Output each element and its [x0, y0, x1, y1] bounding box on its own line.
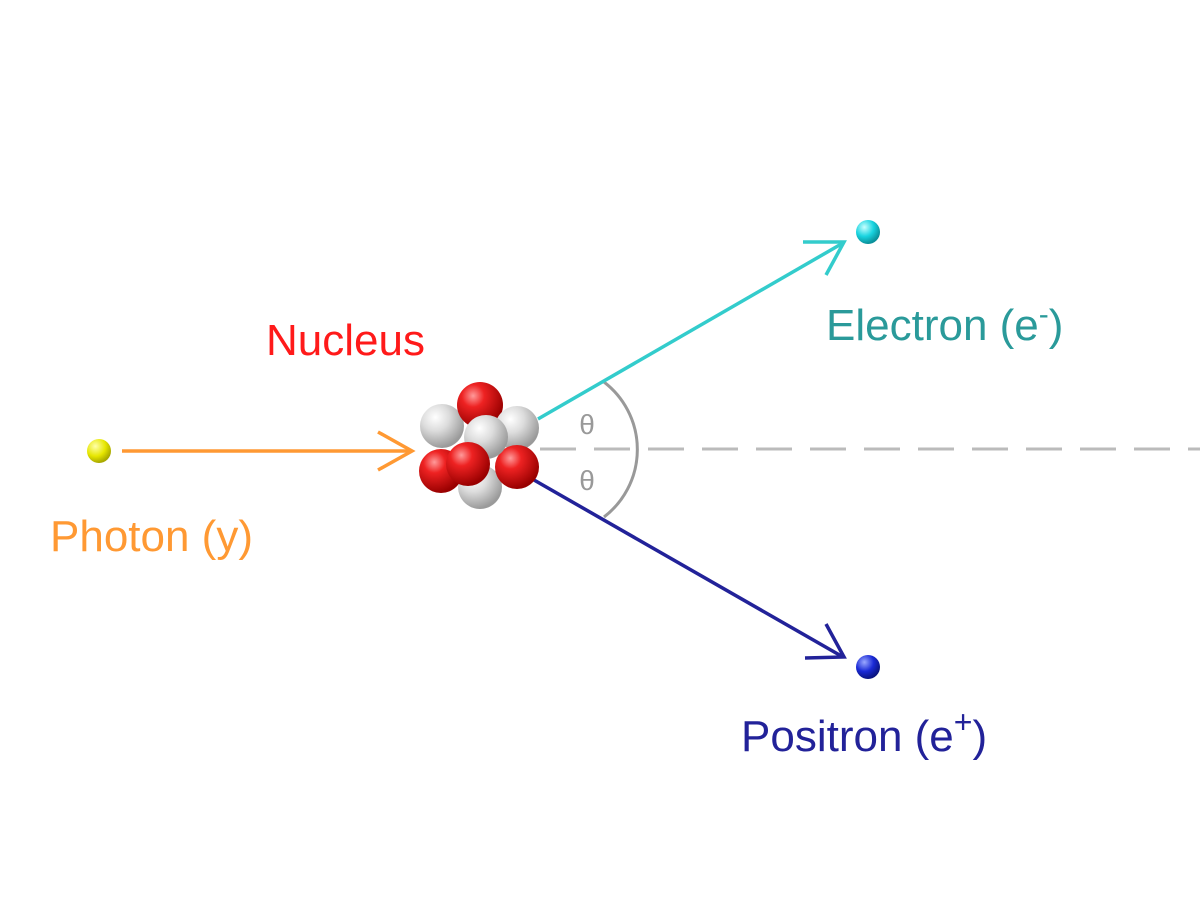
electron-label: Electron (e-): [826, 298, 1063, 350]
positron-arrow: [533, 478, 847, 660]
proton-sphere: [446, 442, 490, 486]
nucleus-cluster: [419, 382, 539, 509]
angle-label-upper: θ: [579, 409, 595, 440]
photon-dot: [87, 439, 111, 463]
proton-sphere: [495, 445, 539, 489]
positron-label: Positron (e+): [741, 704, 987, 761]
electron-dot: [856, 220, 880, 244]
electron-charge-superscript: -: [1039, 298, 1049, 331]
positron-dot: [856, 655, 880, 679]
positron-charge-superscript: +: [954, 704, 973, 740]
neutron-sphere: [420, 404, 464, 448]
electron-arrow: [537, 240, 847, 421]
nucleus-label: Nucleus: [266, 316, 425, 365]
photon-label: Photon (y): [50, 512, 253, 561]
photon-arrow: [122, 430, 416, 472]
angle-label-lower: θ: [579, 465, 595, 496]
angle-arc: [603, 380, 639, 519]
